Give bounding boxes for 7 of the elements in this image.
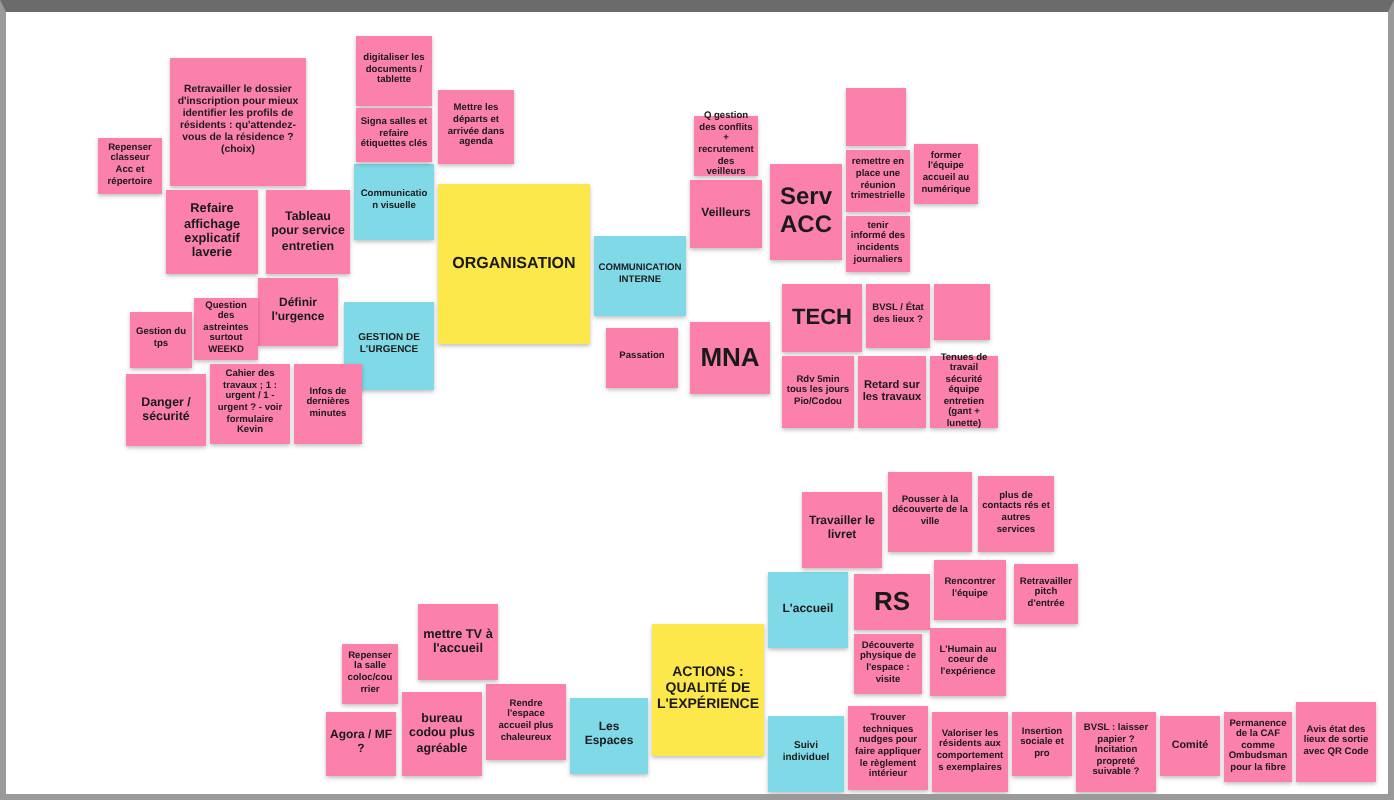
sticky-note: RS xyxy=(854,574,930,630)
sticky-note: TECH xyxy=(782,284,862,352)
sticky-note: MNA xyxy=(690,322,770,394)
blank-sticky-note xyxy=(934,284,990,340)
blank-sticky-note xyxy=(846,88,906,146)
sticky-note: Serv ACC xyxy=(770,164,842,260)
sticky-note: ORGANISATION xyxy=(438,184,590,344)
